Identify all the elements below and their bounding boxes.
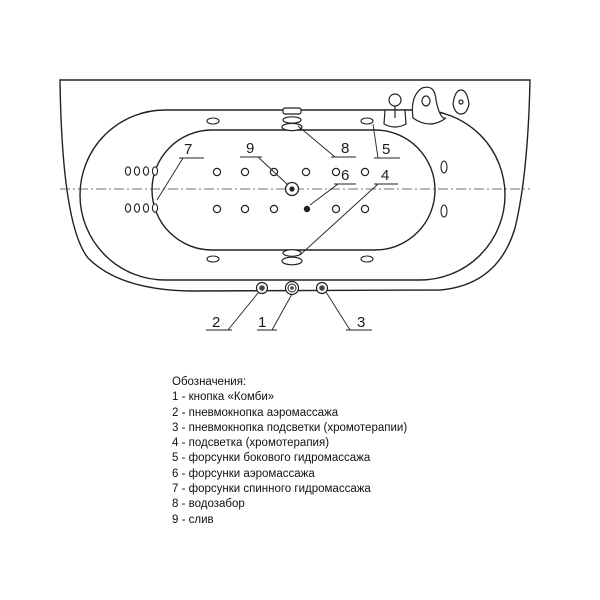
callout-5: 5 [382,141,390,158]
water-intake-icon [281,107,303,132]
legend-item: 4 - подсветка (хромотерапия) [172,437,330,450]
chromotherapy-light-icon [281,249,303,266]
leader-lines [156,123,400,331]
aeromassage-jets [212,167,370,214]
legend-title: Обозначения: [172,376,247,388]
legend-item: 5 - форсунки бокового гидромассажа [172,452,371,465]
chromotherapy-pneumo-button [315,281,329,295]
legend-item: 9 - слив [172,513,214,526]
legend-item: 7 - форсунки спинного гидромассажа [172,483,371,496]
callout-7: 7 [184,141,192,158]
legend: Обозначения: 1 - кнопка «Комби» 2 - пнев… [172,375,407,528]
callout-4: 4 [381,167,389,184]
drain-icon [284,181,300,197]
legend-item: 6 - форсунки аэромассажа [172,467,315,480]
side-hydromassage-jets [206,117,448,263]
callout-9: 9 [246,140,254,157]
aeromassage-jet-center [303,205,311,213]
legend-item: 2 - пневмокнопка аэромассажа [172,406,339,419]
tub-outer-outline [59,79,531,292]
callout-3: 3 [357,314,365,331]
callout-6: 6 [341,167,349,184]
back-hydromassage-jets [124,166,159,213]
aeromassage-pneumo-button [255,281,269,295]
combi-button [284,280,300,296]
faucet-icon [383,86,470,128]
callout-1: 1 [258,314,266,331]
legend-item: 1 - кнопка «Комби» [172,391,275,404]
legend-item: 8 - водозабор [172,498,245,511]
callout-2: 2 [212,314,220,331]
callout-8: 8 [341,140,349,157]
tub-rim-outline [79,109,506,281]
legend-item: 3 - пневмокнопка подсветки (хромотерапии… [172,421,408,434]
